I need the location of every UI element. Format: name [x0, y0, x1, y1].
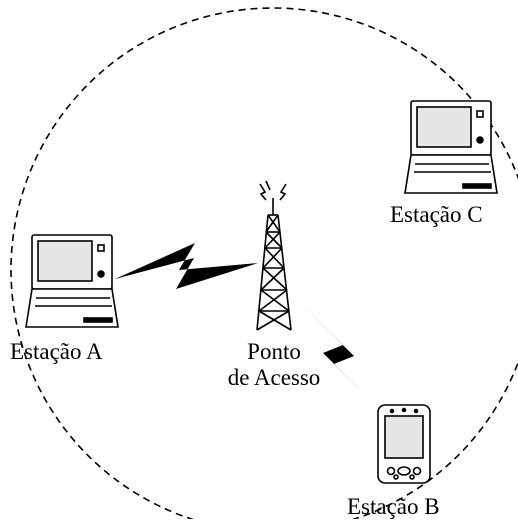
station-c-label: Estação C: [390, 202, 483, 227]
lightning-bolt-icon: [296, 299, 378, 407]
access-point-label: Ponto de Acesso: [206, 339, 342, 391]
access-point-label-line1: Ponto: [247, 339, 301, 364]
coverage-area-circle: [10, 7, 518, 519]
antenna-tower-icon: [256, 180, 292, 331]
laptop-icon: [25, 234, 119, 328]
access-point-label-line2: de Acesso: [227, 365, 321, 390]
station-a-label: Estação A: [10, 339, 103, 364]
lightning-bolt-icon: [115, 243, 258, 289]
pda-icon: [377, 404, 431, 484]
station-b-label: Estação B: [347, 494, 440, 519]
laptop-icon: [404, 100, 498, 194]
